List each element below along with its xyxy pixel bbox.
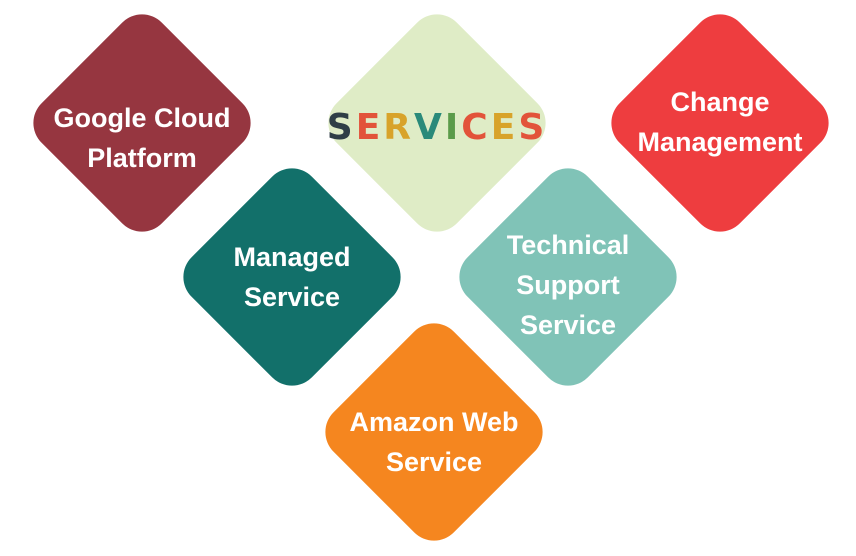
technical-support-label: Technical Support Service: [438, 225, 698, 345]
change-management-label: Change Management: [590, 72, 850, 172]
google-cloud-label: Google Cloud Platform: [12, 88, 272, 188]
services-letter: C: [461, 107, 491, 148]
services-letter: S: [518, 107, 548, 148]
technical-support-line-3: Service: [519, 310, 617, 340]
google-cloud-line-1: Google Cloud: [53, 103, 231, 133]
google-cloud-line-2: Platform: [87, 143, 197, 173]
amazon-web-label: Amazon Web Service: [304, 392, 564, 492]
managed-service-line-1: Managed: [233, 242, 351, 272]
amazon-web-line-2: Service: [385, 447, 483, 477]
managed-service-label: Managed Service: [162, 227, 422, 327]
managed-service-line-2: Service: [243, 282, 341, 312]
services-letter: E: [355, 107, 384, 148]
technical-support-line-2: Support: [516, 270, 620, 300]
change-management-line-1: Change: [670, 87, 770, 117]
services-letter: S: [326, 107, 356, 148]
technical-support-line-1: Technical: [506, 230, 630, 260]
services-letter: I: [444, 107, 462, 148]
services-letter: V: [414, 107, 445, 148]
change-management-line-2: Management: [637, 127, 803, 157]
services-letter: E: [490, 107, 519, 148]
services-title: S E R V I C E S: [307, 98, 567, 158]
services-letter: R: [383, 107, 415, 148]
amazon-web-line-1: Amazon Web: [349, 407, 519, 437]
